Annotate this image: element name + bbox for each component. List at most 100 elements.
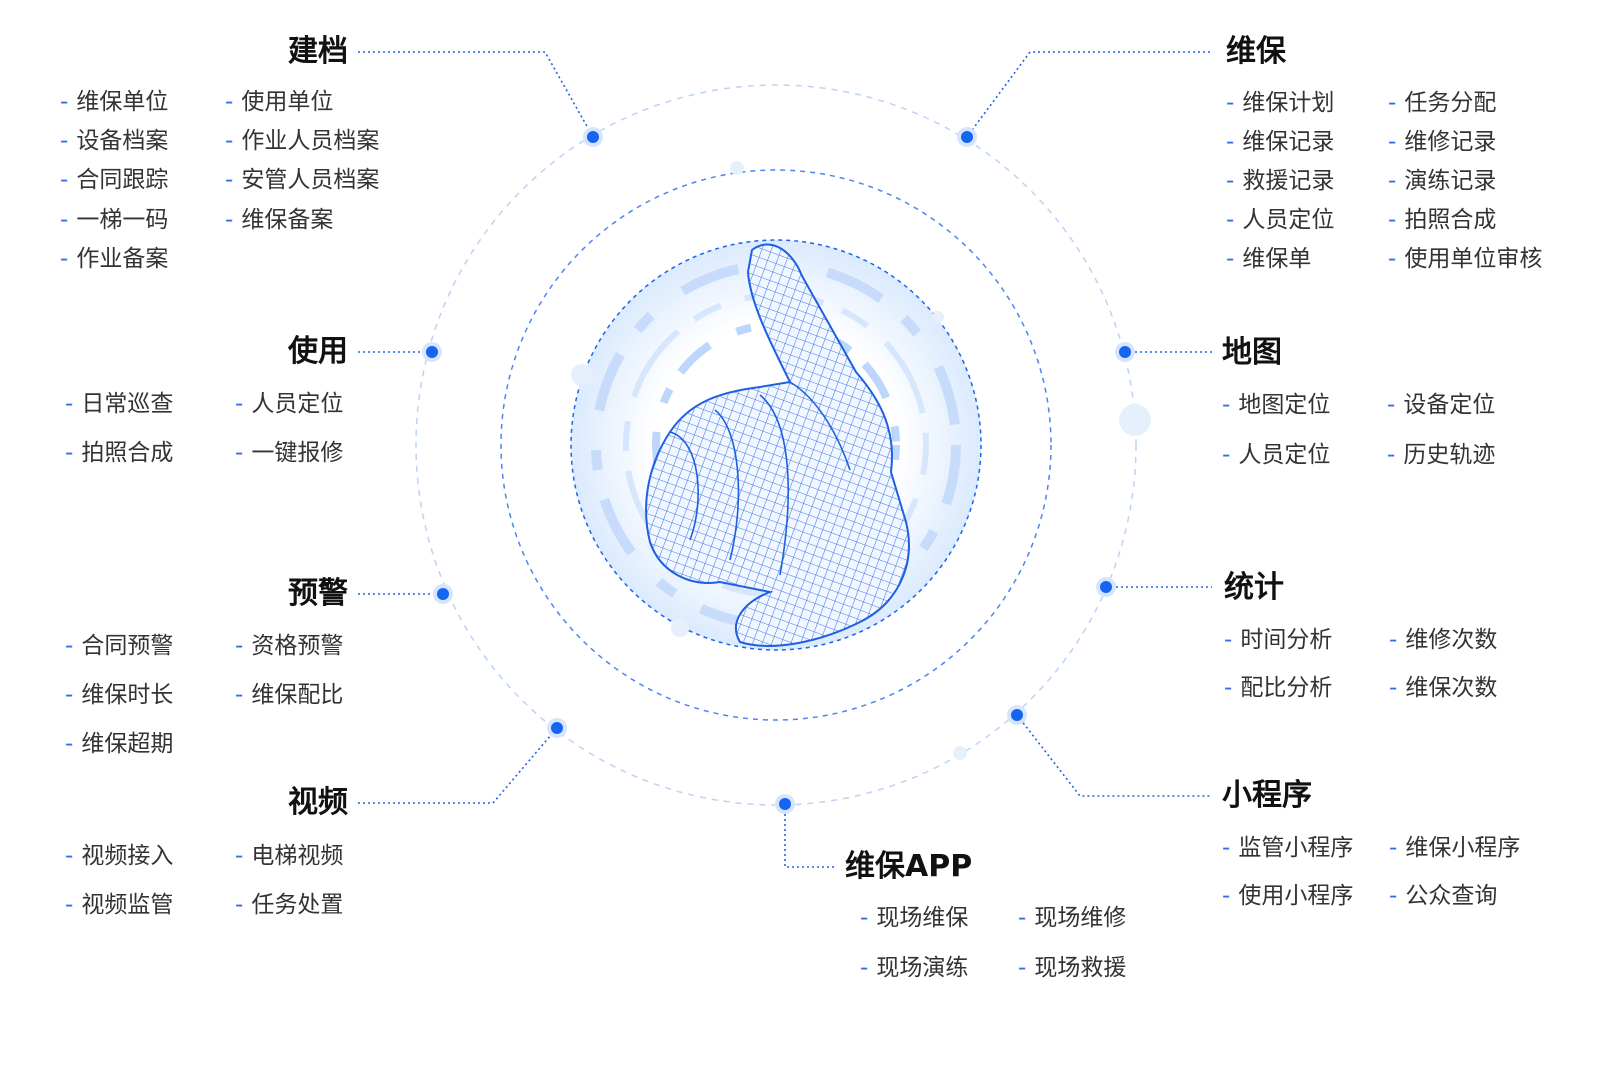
bullet-dash: - — [860, 955, 869, 981]
group-title-app: 维保APP — [845, 849, 973, 884]
feature-item-label: 配比分析 — [1240, 675, 1333, 701]
feature-item-label: 拍照合成 — [1404, 207, 1497, 233]
bullet-dash: - — [1222, 442, 1231, 468]
bullet-dash: - — [60, 246, 69, 272]
feature-item-label: 维保记录 — [1242, 129, 1335, 155]
feature-item-label: 设备定位 — [1403, 392, 1496, 418]
bullet-dash: - — [1222, 883, 1231, 909]
feature-item-label: 监管小程序 — [1238, 835, 1354, 861]
feature-item: -使用单位 — [225, 87, 333, 117]
feature-item: -维保小程序 — [1389, 833, 1520, 863]
bullet-dash: - — [1388, 129, 1397, 155]
feature-item-label: 资格预警 — [251, 633, 344, 659]
feature-item-label: 维保时长 — [81, 682, 174, 708]
bullet-dash: - — [1388, 246, 1397, 272]
group-title-shipin: 视频 — [288, 785, 348, 820]
bullet-dash: - — [1226, 90, 1235, 116]
feature-item: -现场维修 — [1018, 903, 1126, 933]
feature-item: -人员定位 — [1226, 205, 1334, 235]
bullet-dash: - — [60, 89, 69, 115]
feature-item: -维保时长 — [65, 680, 173, 710]
node-dot-xiaochengxu — [1011, 709, 1023, 721]
feature-item: -维修次数 — [1389, 625, 1497, 655]
feature-item-label: 维修记录 — [1404, 129, 1497, 155]
faint-dots — [571, 161, 1151, 760]
feature-item-label: 日常巡查 — [81, 391, 174, 417]
feature-item: -电梯视频 — [235, 841, 343, 871]
feature-item-label: 视频监管 — [81, 892, 174, 918]
feature-item: -设备档案 — [60, 126, 168, 156]
group-title-tongji: 统计 — [1224, 570, 1284, 605]
feature-item: -地图定位 — [1222, 390, 1330, 420]
bullet-dash: - — [235, 892, 244, 918]
feature-item-label: 维保单位 — [76, 89, 169, 115]
feature-item-label: 地图定位 — [1238, 392, 1331, 418]
feature-item: -维保单位 — [60, 87, 168, 117]
feature-item-label: 合同预警 — [81, 633, 174, 659]
bullet-dash: - — [235, 440, 244, 466]
feature-item-label: 使用单位 — [241, 89, 334, 115]
feature-item: -使用单位审核 — [1388, 244, 1542, 274]
feature-item-label: 维保配比 — [251, 682, 344, 708]
feature-item: -一梯一码 — [60, 205, 168, 235]
bullet-dash: - — [65, 843, 74, 869]
group-title-yujing: 预警 — [288, 576, 348, 611]
bullet-dash: - — [235, 391, 244, 417]
feature-item: -公众查询 — [1389, 881, 1497, 911]
group-title-xiaochengxu: 小程序 — [1222, 778, 1312, 813]
feature-item-label: 电梯视频 — [251, 843, 344, 869]
feature-item-label: 使用小程序 — [1238, 883, 1354, 909]
feature-item: -安管人员档案 — [225, 165, 379, 195]
feature-item-label: 现场演练 — [876, 955, 969, 981]
bullet-dash: - — [1226, 129, 1235, 155]
feature-item-label: 视频接入 — [81, 843, 174, 869]
bullet-dash: - — [225, 167, 234, 193]
feature-item-label: 人员定位 — [251, 391, 344, 417]
wireframe-hand-icon — [645, 243, 910, 647]
node-dot-shipin — [551, 722, 563, 734]
feature-item: -任务分配 — [1388, 88, 1496, 118]
feature-item: -现场维保 — [860, 903, 968, 933]
feature-item-label: 作业人员档案 — [241, 128, 380, 154]
bullet-dash: - — [1226, 207, 1235, 233]
feature-item: -维保记录 — [1226, 127, 1334, 157]
feature-item: -设备定位 — [1387, 390, 1495, 420]
feature-item: -现场救援 — [1018, 953, 1126, 983]
bullet-dash: - — [1389, 675, 1398, 701]
feature-item: -维保备案 — [225, 205, 333, 235]
feature-item: -使用小程序 — [1222, 881, 1353, 911]
feature-item-label: 人员定位 — [1242, 207, 1335, 233]
feature-item-label: 历史轨迹 — [1403, 442, 1496, 468]
feature-item: -时间分析 — [1224, 625, 1332, 655]
feature-item: -一键报修 — [235, 438, 343, 468]
feature-item-label: 任务处置 — [251, 892, 344, 918]
feature-item: -拍照合成 — [1388, 205, 1496, 235]
bullet-dash: - — [235, 633, 244, 659]
bullet-dash: - — [1388, 207, 1397, 233]
bullet-dash: - — [1388, 168, 1397, 194]
feature-item-label: 拍照合成 — [81, 440, 174, 466]
feature-item: -人员定位 — [1222, 440, 1330, 470]
bullet-dash: - — [1389, 627, 1398, 653]
bullet-dash: - — [225, 207, 234, 233]
bullet-dash: - — [65, 682, 74, 708]
bullet-dash: - — [60, 167, 69, 193]
feature-item: -监管小程序 — [1222, 833, 1353, 863]
feature-item-label: 一键报修 — [251, 440, 344, 466]
bullet-dash: - — [1222, 835, 1231, 861]
feature-item-label: 维保超期 — [81, 731, 174, 757]
feature-item: -维保超期 — [65, 729, 173, 759]
feature-item-label: 使用单位审核 — [1404, 246, 1543, 272]
feature-item-label: 演练记录 — [1404, 168, 1497, 194]
feature-item: -作业备案 — [60, 244, 168, 274]
feature-item-label: 安管人员档案 — [241, 167, 380, 193]
bullet-dash: - — [65, 633, 74, 659]
connector-lines — [358, 51, 1212, 868]
bullet-dash: - — [65, 731, 74, 757]
feature-item-label: 现场救援 — [1034, 955, 1127, 981]
bullet-dash: - — [1226, 246, 1235, 272]
bullet-dash: - — [1226, 168, 1235, 194]
group-title-ditu: 地图 — [1222, 335, 1282, 370]
connector-nodes — [422, 127, 1135, 814]
bullet-dash: - — [235, 843, 244, 869]
